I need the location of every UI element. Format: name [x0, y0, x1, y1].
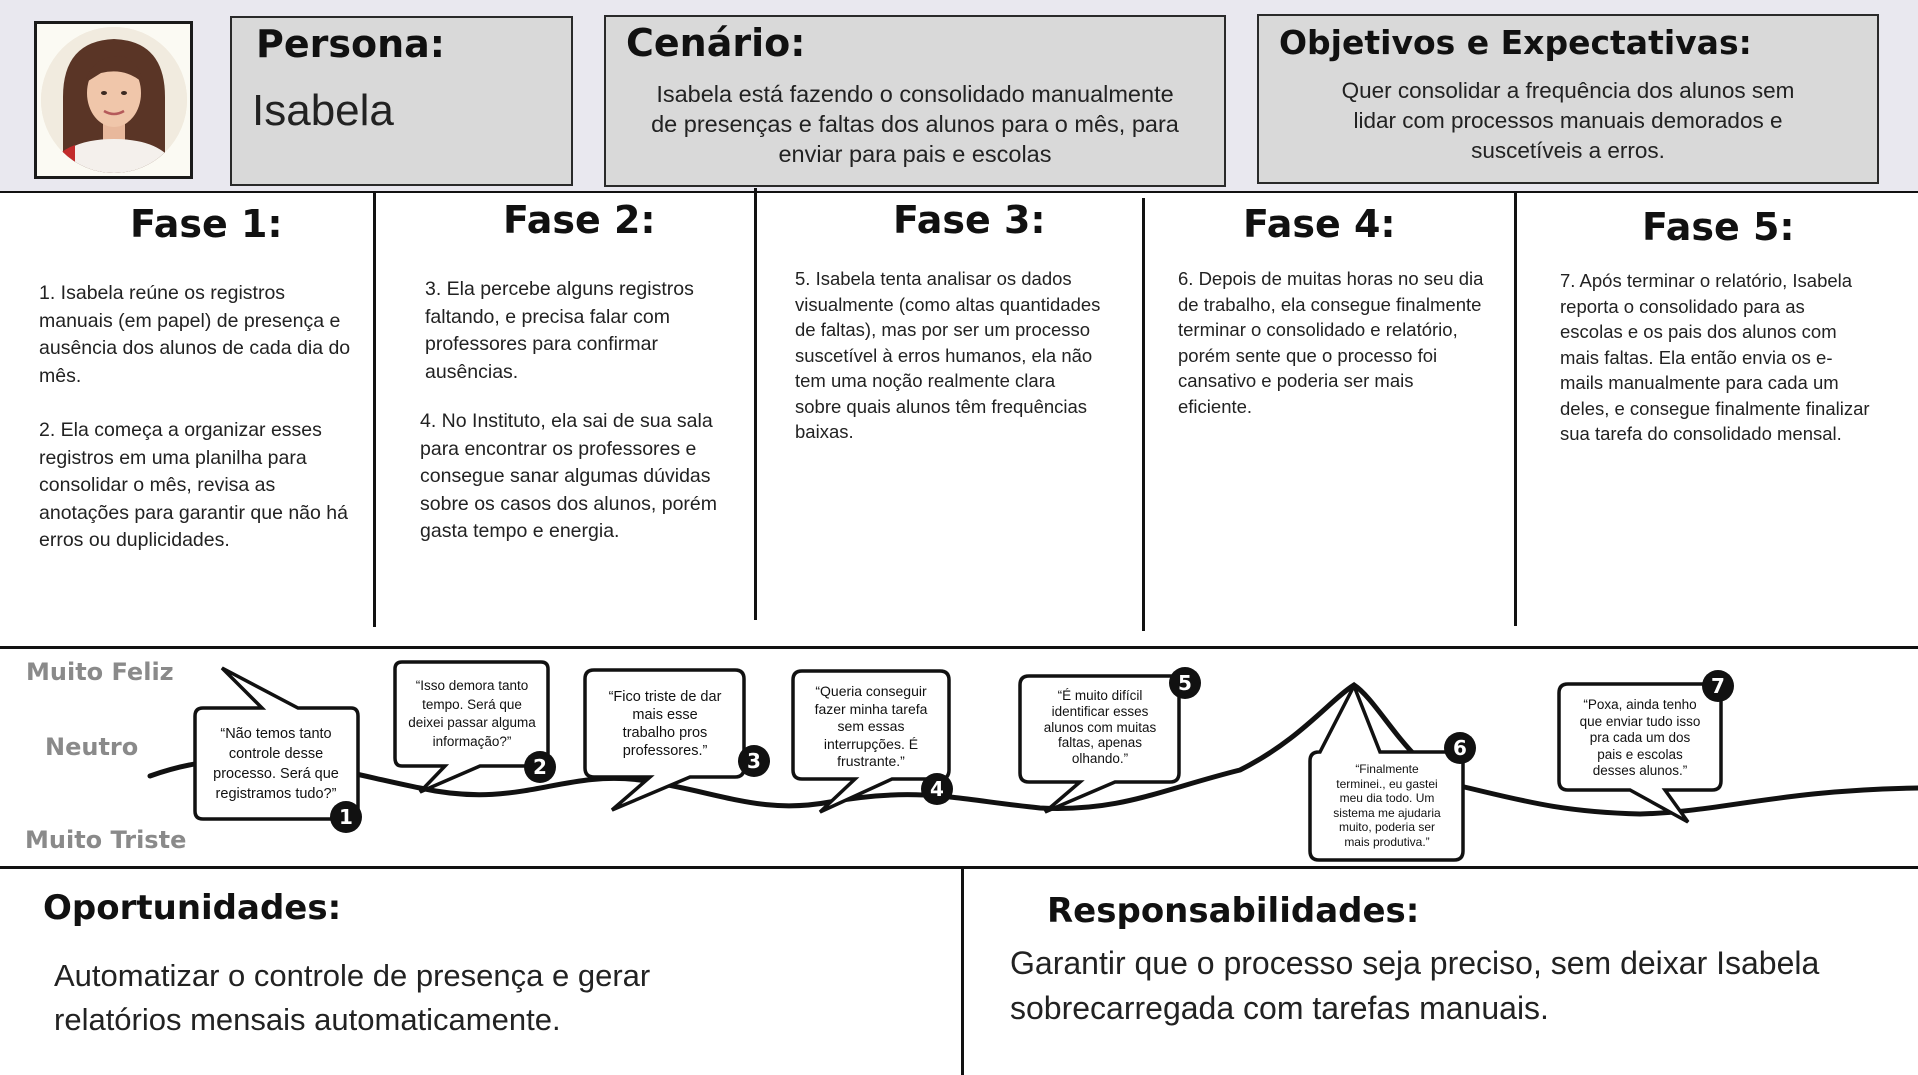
bubble-5-text: “É muito difícil identificar esses aluno… — [1043, 688, 1157, 767]
journey-top-divider — [0, 646, 1918, 649]
speech-bubble-2 — [393, 660, 550, 794]
bubble-4-text: “Queria conseguir fazer minha tarefa sem… — [814, 683, 928, 769]
scenario-box: Cenário: Isabela está fazendo o consolid… — [604, 15, 1226, 187]
bubble-7-text: “Poxa, ainda tenho que enviar tudo isso … — [1579, 697, 1701, 778]
persona-photo-frame — [34, 21, 193, 179]
speech-bubble-4 — [791, 669, 951, 814]
bottom-divider — [0, 866, 1918, 869]
step-badge-7: 7 — [1702, 670, 1734, 702]
persona-box: Persona: Isabela — [230, 16, 573, 186]
emotion-label-mid: Neutro — [45, 733, 139, 761]
phase-divider — [373, 193, 376, 627]
bottom-vertical-divider — [961, 868, 964, 1075]
persona-name: Isabela — [252, 86, 394, 135]
persona-label: Persona: — [256, 22, 445, 66]
phase-divider — [1514, 193, 1517, 626]
goals-box: Objetivos e Expectativas: Quer consolida… — [1257, 14, 1879, 184]
phase-1-title: Fase 1: — [130, 202, 283, 246]
responsibilities-text: Garantir que o processo seja preciso, se… — [1010, 945, 1820, 1026]
speech-bubble-3 — [583, 668, 746, 812]
phase-4-title: Fase 4: — [1243, 202, 1396, 246]
scenario-label: Cenário: — [626, 21, 806, 65]
phase-1-text: 1. Isabela reúne os registros manuais (e… — [39, 282, 351, 551]
phase-2-text: 3. Ela percebe alguns registros faltando… — [420, 278, 717, 542]
opportunities-text: Automatizar o controle de presença e ger… — [54, 958, 651, 1037]
step-badge-3: 3 — [738, 745, 770, 777]
phase-4-text: 6. Depois de muitas horas no seu dia de … — [1178, 268, 1484, 417]
emotion-label-high: Muito Feliz — [26, 658, 174, 686]
opportunities-title: Oportunidades: — [43, 888, 342, 928]
phase-divider — [1142, 198, 1145, 631]
responsibilities-title: Responsabilidades: — [1047, 891, 1420, 931]
bubble-3-text: “Fico triste de dar mais esse trabalho p… — [608, 689, 722, 759]
phase-2-title: Fase 2: — [503, 198, 656, 242]
step-badge-4: 4 — [921, 773, 953, 805]
goals-label: Objetivos e Expectativas: — [1279, 23, 1752, 62]
phase-3-title: Fase 3: — [893, 198, 1046, 242]
header-divider — [0, 191, 1918, 193]
phase-divider — [754, 188, 757, 620]
phase-5-text: 7. Após terminar o relatório, Isabela re… — [1560, 270, 1870, 444]
emotion-curve — [147, 682, 1918, 817]
bubble-1-text: “Não temos tanto controle desse processo… — [213, 726, 339, 802]
step-badge-5: 5 — [1169, 667, 1201, 699]
phase-3-text: 5. Isabela tenta analisar os dados visua… — [795, 268, 1101, 442]
step-badge-6: 6 — [1444, 732, 1476, 764]
bubble-6-text: “Finalmente terminei., eu gastei meu dia… — [1333, 762, 1441, 849]
persona-avatar — [40, 27, 187, 173]
step-badge-1: 1 — [330, 801, 362, 833]
goals-text: Quer consolidar a frequência dos alunos … — [1341, 78, 1795, 163]
step-badge-2: 2 — [524, 751, 556, 783]
scenario-text: Isabela está fazendo o consolidado manua… — [651, 81, 1179, 167]
speech-bubble-1 — [193, 666, 360, 821]
emotion-label-low: Muito Triste — [25, 826, 187, 854]
phase-5-title: Fase 5: — [1642, 205, 1795, 249]
bubble-2-text: “Isso demora tanto tempo. Será que deixe… — [408, 678, 536, 749]
